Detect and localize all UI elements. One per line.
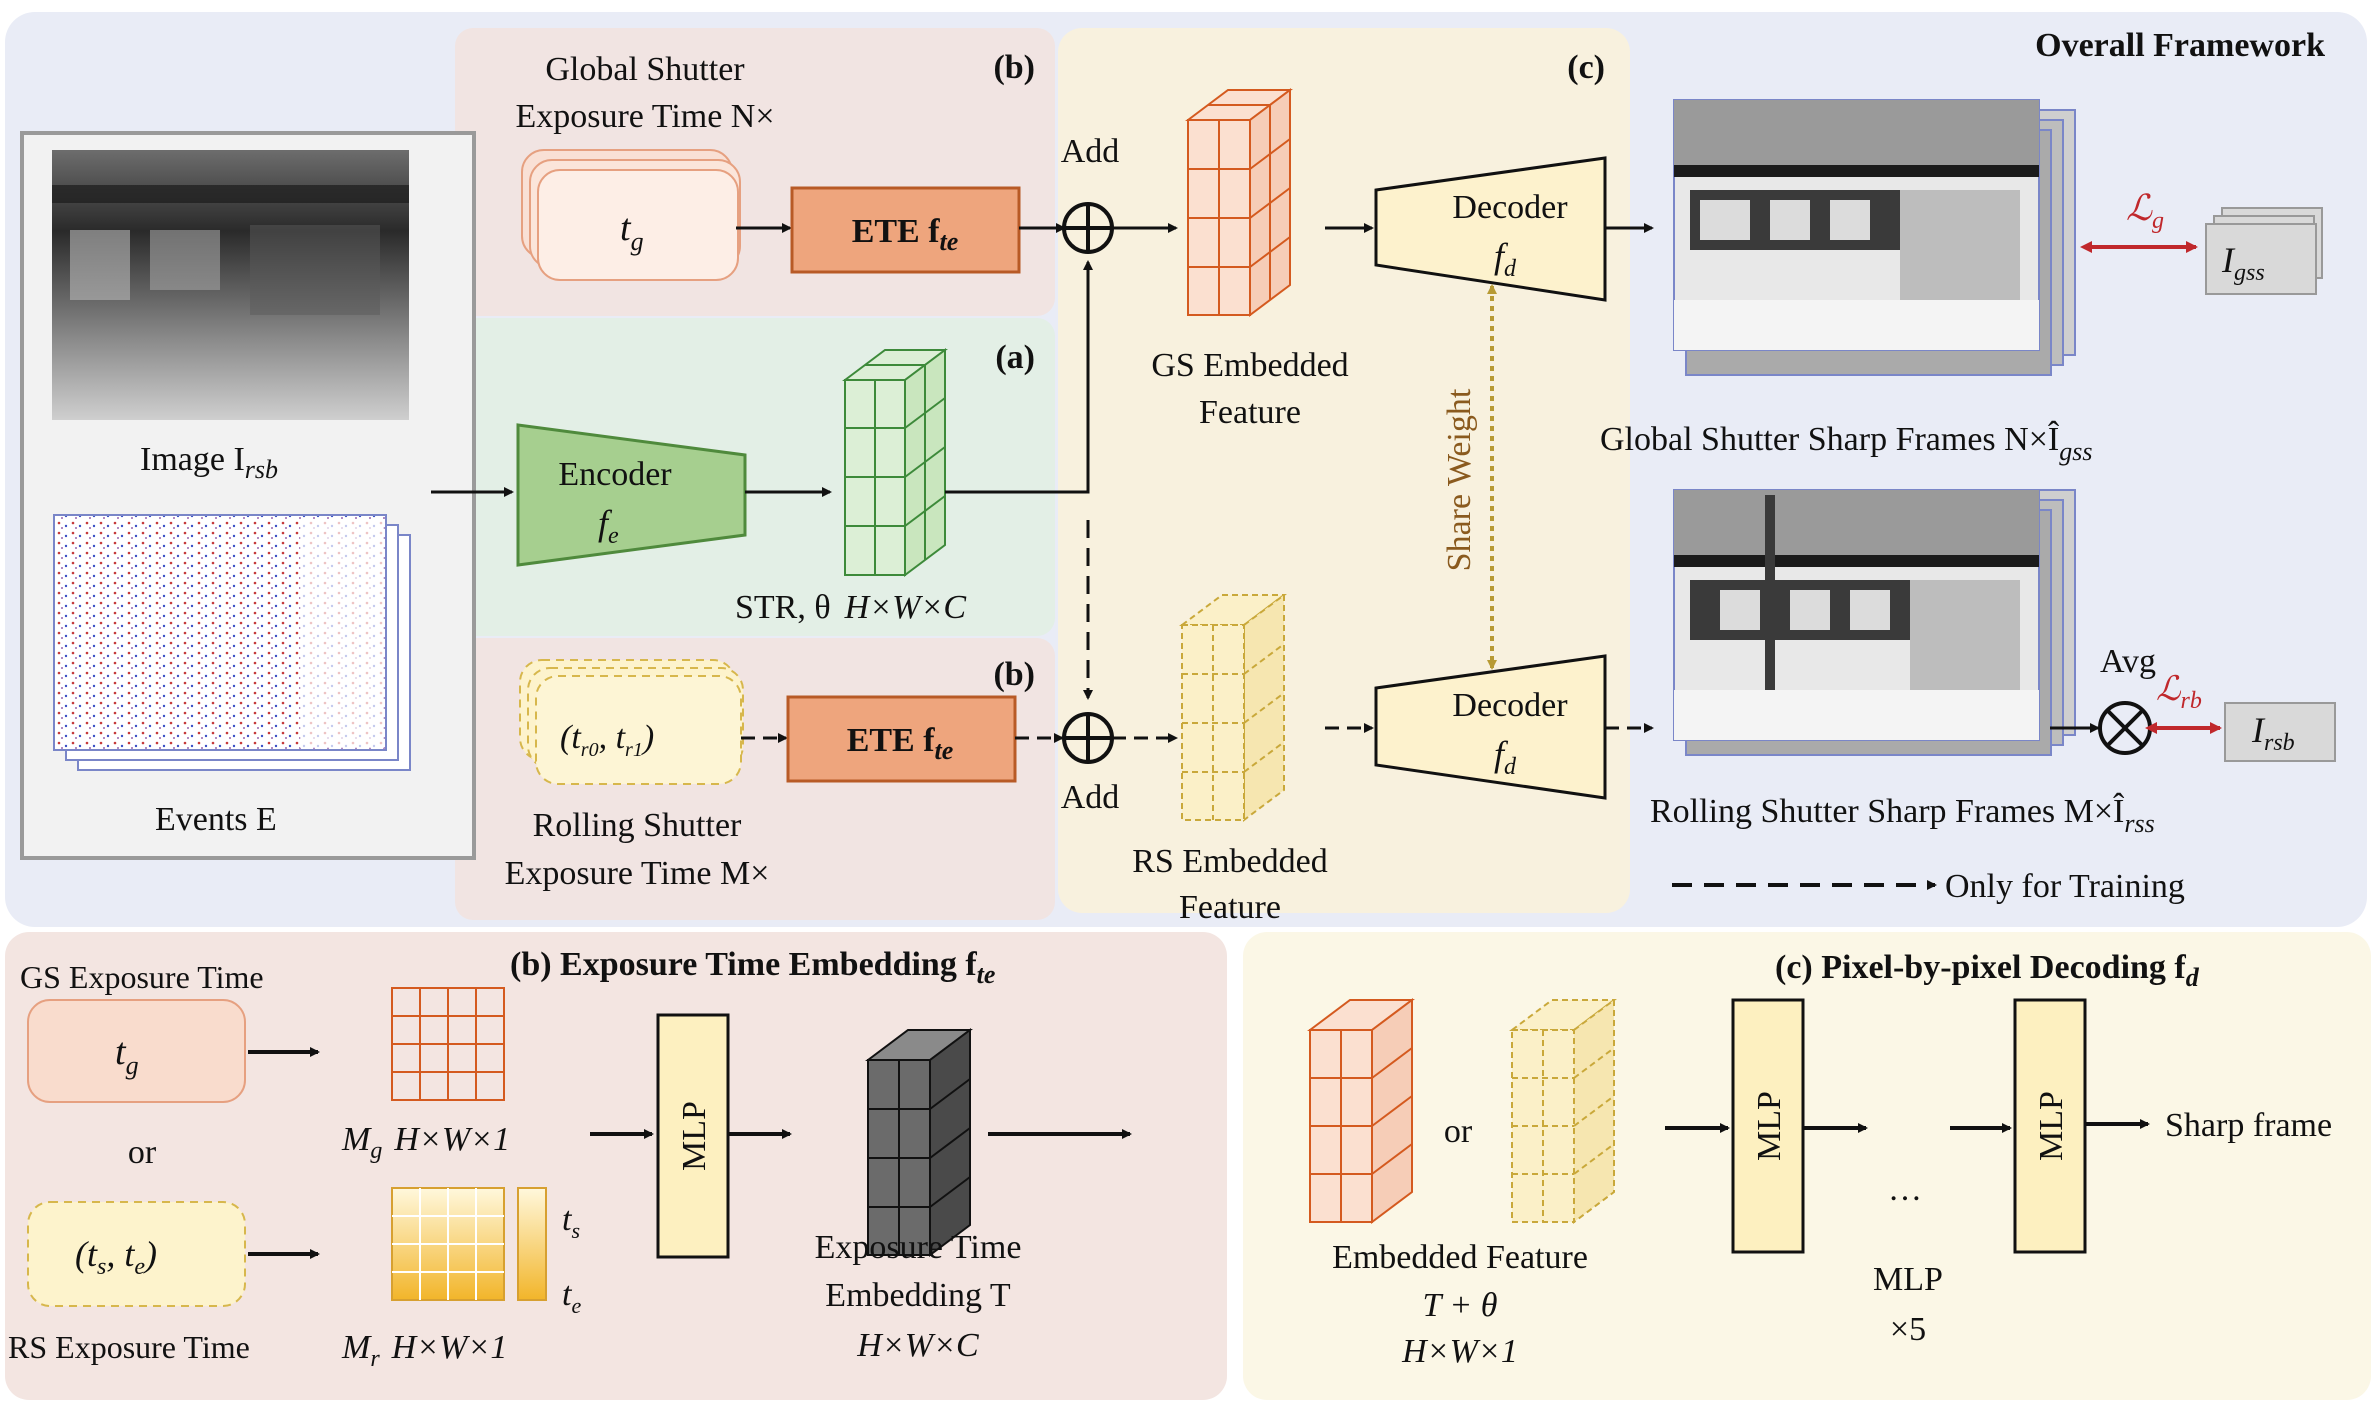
loss-g: ℒg: [2126, 188, 2164, 234]
gs-token-box: [27, 999, 246, 1103]
embedding-label-2: Embedding T: [825, 1277, 1011, 1314]
rs-token-bottom: (ts, te): [75, 1234, 157, 1280]
panel-label-b-mid: (b): [993, 656, 1035, 693]
gs-add-label: Add: [1061, 133, 1120, 170]
rs-add-label: Add: [1061, 779, 1120, 816]
encoder-label: Encoder: [558, 456, 672, 493]
te-label: te: [562, 1276, 581, 1318]
rs-exposure-title-2: Exposure Time M×: [505, 855, 770, 892]
gs-decoder: [1374, 156, 1607, 302]
rs-token-box: [27, 1201, 246, 1307]
pbp-ellipsis: …: [1888, 1171, 1922, 1208]
pbp-output-label: Sharp frame: [2165, 1107, 2332, 1144]
pbp-mlp-2-label: MLP: [2033, 1091, 2070, 1161]
rs-decoder-label: Decoder: [1452, 687, 1568, 724]
blurred-input-image: [52, 150, 409, 420]
pbp-mlp-1-label: MLP: [1751, 1091, 1788, 1161]
pbp-feature-label-2: T + θ: [1423, 1287, 1498, 1324]
pbp-feature-label-1: Embedded Feature: [1332, 1239, 1588, 1276]
or-label-left: or: [128, 1134, 157, 1171]
ete-panel-title: (b) Exposure Time Embedding fte: [510, 946, 995, 989]
gt-rs-label: Irsb: [2251, 710, 2295, 756]
rs-token: (tr0, tr1): [560, 719, 654, 761]
str-feature-cube: [842, 348, 948, 577]
rs-exposure-label: RS Exposure Time: [8, 1329, 250, 1365]
pbp-mlp-2: [2013, 998, 2087, 1254]
gs-token-stack: [521, 149, 741, 281]
gs-output-frames: [1673, 99, 2076, 376]
gt-rs-box: [2224, 702, 2336, 762]
input-panel: Image Irsb Events E: [20, 131, 476, 860]
panel-label-c: (c): [1567, 49, 1605, 86]
gs-frames-label: Global Shutter Sharp Frames N×Îgss: [1600, 421, 2092, 466]
ete-mlp-box: [656, 1013, 730, 1259]
rs-token-stack: [519, 659, 744, 785]
avg-label: Avg: [2100, 643, 2156, 680]
gs-token: tg: [620, 207, 644, 256]
gs-exposure-title-1: Global Shutter: [545, 51, 745, 88]
gt-gs-stack: [2205, 207, 2323, 295]
gs-ete-box: [790, 186, 1021, 274]
pbp-panel-title: (c) Pixel-by-pixel Decoding fd: [1775, 949, 2200, 992]
ts-label: ts: [562, 1201, 580, 1243]
gs-embedded-cube: [1185, 88, 1293, 317]
mg-grid: [391, 987, 505, 1101]
image-label: Image Irsb: [140, 441, 278, 484]
pbp-mlp-count-2: ×5: [1890, 1311, 1926, 1348]
rs-embedded-label-2: Feature: [1179, 889, 1281, 926]
embedding-dims: H×W×C: [856, 1327, 979, 1364]
gs-embedded-label-2: Feature: [1199, 394, 1301, 431]
rs-embedded-label-1: RS Embedded: [1132, 843, 1327, 880]
gs-exposure-title-2: Exposure Time N×: [515, 98, 774, 135]
panel-label-a: (a): [995, 339, 1035, 376]
gs-exposure-label: GS Exposure Time: [20, 959, 264, 995]
overall-title: Overall Framework: [2035, 27, 2325, 64]
rs-ete-label: ETE fte: [847, 722, 954, 765]
loss-rb: ℒrb: [2156, 671, 2202, 714]
rs-ete-box: [786, 695, 1017, 783]
pbp-orange-cube: [1307, 998, 1415, 1224]
gs-embedded-label-1: GS Embedded: [1151, 347, 1348, 384]
rs-add-icon: [1062, 712, 1114, 764]
events-label: Events E: [155, 801, 277, 838]
rs-decoder: [1374, 654, 1607, 800]
gs-ete-label: ETE fte: [852, 213, 959, 256]
rs-exposure-title-1: Rolling Shutter: [533, 807, 742, 844]
event-stack: [53, 514, 411, 771]
encoder-trapezoid: [516, 423, 747, 567]
share-weight-label: Share Weight: [1441, 388, 1478, 571]
embedding-cube: [865, 1028, 973, 1257]
gs-decoder-label: Decoder: [1452, 189, 1568, 226]
rs-embedded-cube: [1179, 593, 1287, 822]
gs-add-icon: [1062, 202, 1114, 254]
pbp-or-label: or: [1444, 1113, 1473, 1150]
gs-token-bottom: tg: [115, 1031, 139, 1080]
panel-label-b-top: (b): [993, 49, 1035, 86]
rs-frames-label: Rolling Shutter Sharp Frames M×Îrss: [1650, 793, 2155, 838]
gt-gs-label: Igss: [2221, 240, 2265, 286]
pbp-mlp-count-1: MLP: [1873, 1261, 1943, 1298]
ete-mlp-label: MLP: [676, 1101, 713, 1171]
mr-grid: [391, 1187, 547, 1301]
pbp-yellow-cube: [1509, 998, 1617, 1224]
rs-output-frames: [1673, 489, 2076, 756]
legend-training-label: Only for Training: [1945, 868, 2185, 905]
embedding-label-1: Exposure Time: [815, 1229, 1022, 1266]
pbp-feature-dims: H×W×1: [1401, 1333, 1518, 1370]
